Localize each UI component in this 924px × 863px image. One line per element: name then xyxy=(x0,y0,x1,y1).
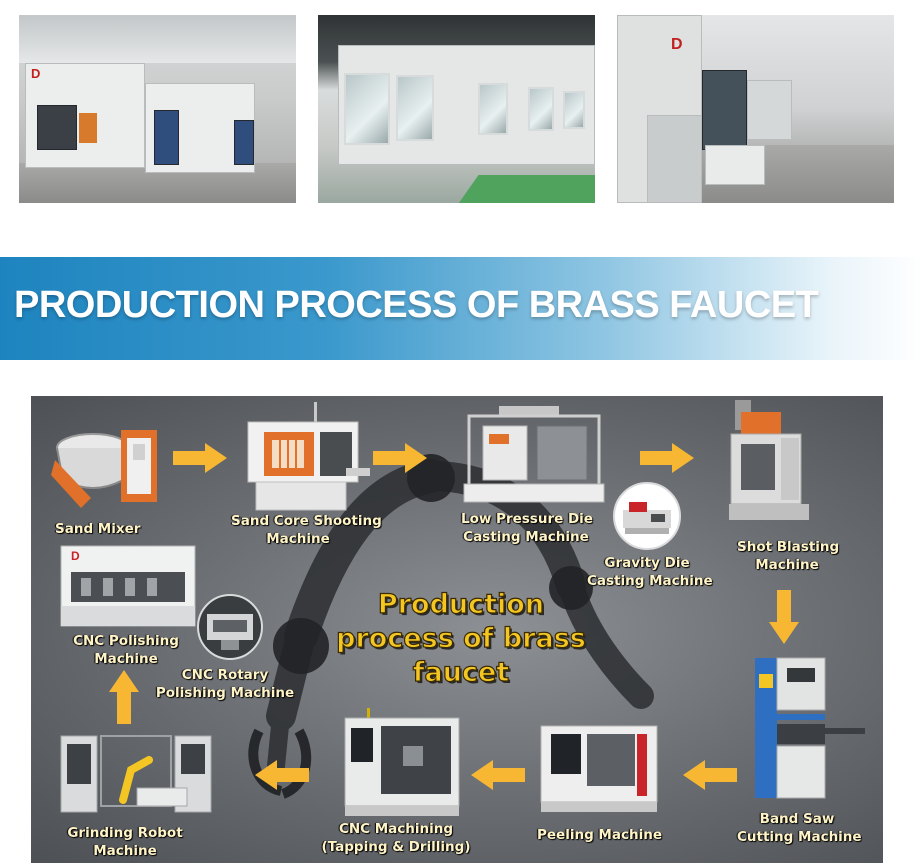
worktable xyxy=(705,145,765,185)
arrow-left-icon xyxy=(255,760,309,790)
band-saw-image xyxy=(755,657,865,799)
gravity-die-casting-machine-icon xyxy=(623,502,671,534)
step-label-sand-core-shooting: Sand Core Shooting Machine xyxy=(231,512,382,548)
step-label-line: Polishing Machine xyxy=(155,685,295,701)
rotary-polishing-machine-icon xyxy=(207,614,253,650)
control-cabinet xyxy=(647,115,702,203)
arrow-right-icon xyxy=(373,443,427,473)
step-label-grinding-robot: Grinding Robot Machine xyxy=(65,824,185,860)
factory-photo-2 xyxy=(318,15,595,203)
factory-photo-3: D xyxy=(617,15,894,203)
gravity-die-casting-image xyxy=(613,482,681,550)
glass-window xyxy=(478,83,508,135)
step-label-line: Low Pressure Die xyxy=(461,511,593,527)
step-label-gravity-die-casting: Gravity Die Casting Machine xyxy=(587,554,713,590)
step-label-line: Grinding Robot xyxy=(67,825,183,841)
arrow-down-icon xyxy=(769,590,799,644)
arrow-right-icon xyxy=(640,443,694,473)
robot-arm-illustration xyxy=(248,454,654,799)
step-label-line: Machine xyxy=(93,843,157,859)
step-label-line: Casting Machine xyxy=(587,573,713,589)
banner-title: PRODUCTION PROCESS OF BRASS FAUCET xyxy=(14,284,819,326)
step-label-cnc-machining: CNC Machining (Tapping & Drilling) xyxy=(321,820,471,856)
step-label-line: Machine xyxy=(755,557,819,573)
glass-window xyxy=(563,91,585,129)
arrow-left-icon xyxy=(471,760,525,790)
center-title-line: Production xyxy=(377,588,545,620)
machine-window xyxy=(37,105,77,150)
glass-window xyxy=(396,75,434,141)
floor-marking xyxy=(457,175,595,203)
brand-logo: D xyxy=(671,36,683,53)
process-infographic: Production process of brass faucet Sand … xyxy=(31,396,883,863)
arrow-up-icon xyxy=(109,670,139,724)
machine-door xyxy=(154,110,179,165)
cnc-machining-image xyxy=(344,708,460,816)
step-label-line: Cutting Machine xyxy=(737,829,862,845)
step-label-line: Machine xyxy=(266,531,330,547)
shot-blasting-image xyxy=(729,400,809,520)
svg-text:D: D xyxy=(71,549,80,563)
step-label-band-saw: Band Saw Cutting Machine xyxy=(737,810,862,846)
cnc-polishing-image: D xyxy=(60,545,196,627)
title-banner: PRODUCTION PROCESS OF BRASS FAUCET xyxy=(0,257,924,360)
step-label-peeling: Peeling Machine xyxy=(537,827,662,843)
step-label-line: CNC Polishing xyxy=(73,633,179,649)
step-label-line: Sand Core Shooting xyxy=(231,513,382,529)
peeling-machine-image xyxy=(540,725,658,812)
step-label-line: CNC Machining xyxy=(338,821,454,837)
low-pressure-die-casting-image xyxy=(463,406,605,503)
center-title-line: process of brass xyxy=(336,622,587,654)
brand-logo: D xyxy=(31,66,41,81)
center-title-line: faucet xyxy=(412,656,510,688)
step-label-line: Gravity Die xyxy=(604,555,690,571)
glass-window xyxy=(344,73,390,145)
control-grid xyxy=(702,70,747,150)
cnc-rotary-polishing-image xyxy=(197,594,263,660)
ceiling xyxy=(19,15,296,63)
machine-door xyxy=(234,120,254,165)
grinding-robot-image xyxy=(60,735,212,813)
step-label-sand-mixer: Sand Mixer xyxy=(55,521,141,537)
arrow-left-icon xyxy=(683,760,737,790)
glass-window xyxy=(528,87,554,131)
step-label-line: Shot Blasting xyxy=(737,539,840,555)
step-label-shot-blasting: Shot Blasting Machine xyxy=(737,538,840,574)
step-label-low-pressure-die-casting: Low Pressure Die Casting Machine xyxy=(461,510,593,546)
factory-photo-1: D xyxy=(19,15,296,203)
step-label-line: Casting Machine xyxy=(463,529,589,545)
center-title: Production process of brass faucet xyxy=(281,588,641,690)
step-label-cnc-polishing: CNC Polishing Machine xyxy=(67,632,185,668)
sand-core-shooting-image xyxy=(247,402,370,511)
machine-enclosure xyxy=(747,80,792,140)
machine-panel xyxy=(79,113,97,143)
arrow-right-icon xyxy=(173,443,227,473)
step-label-line: CNC Rotary xyxy=(181,667,269,683)
step-label-line: (Tapping & Drilling) xyxy=(321,839,471,855)
sand-mixer-image xyxy=(51,430,157,508)
step-label-cnc-rotary-polishing: CNC Rotary Polishing Machine xyxy=(155,666,295,702)
step-label-line: Machine xyxy=(94,651,158,667)
step-label-line: Band Saw xyxy=(759,811,835,827)
